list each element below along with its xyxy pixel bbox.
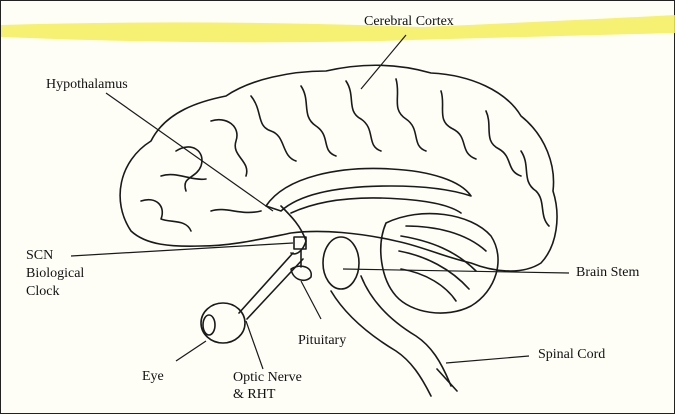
label-brain-stem: Brain Stem — [576, 265, 640, 280]
cortex-fold — [160, 173, 207, 181]
leader-scn — [70, 242, 294, 257]
cerebellum — [380, 212, 499, 314]
label-pituitary: Pituitary — [298, 333, 347, 348]
leader-spinalcord — [445, 355, 530, 364]
cortex-fold — [440, 90, 477, 160]
highlighter-stroke — [1, 15, 675, 43]
brain-stem-shape — [330, 290, 432, 397]
leader-optic — [245, 320, 264, 370]
thalamus — [322, 236, 360, 290]
cortex-fold — [345, 80, 382, 152]
pituitary-gland — [290, 265, 312, 282]
leader-brainstem — [342, 268, 570, 274]
cortex-fold — [175, 146, 203, 192]
leader-pituitary — [300, 280, 322, 320]
spinal-cord-inner — [436, 368, 458, 392]
label-eye: Eye — [142, 369, 164, 384]
cortex-fold — [140, 199, 192, 232]
cortex-fold — [485, 110, 522, 177]
scn-box — [293, 236, 307, 250]
label-spinal-cord: Spinal Cord — [538, 347, 606, 362]
eye-lens — [202, 314, 216, 336]
brain-stem-shape — [360, 275, 452, 387]
cerebellum-folds — [400, 268, 457, 302]
label-optic-nerve: Optic Nerve — [233, 370, 302, 385]
label-scn-biological: Biological — [26, 266, 85, 281]
cerebellum-folds — [405, 225, 487, 252]
eye-shape — [200, 302, 246, 344]
label-scn: SCN — [26, 248, 54, 263]
leader-cortex — [360, 34, 407, 90]
corpus-callosum-inner — [290, 197, 462, 214]
cortex-fold — [210, 208, 262, 214]
cortex-fold — [300, 85, 337, 157]
label-optic-rht: & RHT — [233, 387, 276, 402]
optic-nerve — [246, 258, 304, 320]
cortex-fold — [520, 150, 550, 227]
leader-hypothalamus — [105, 92, 274, 212]
label-hypothalamus: Hypothalamus — [46, 77, 128, 92]
leader-eye — [175, 340, 207, 362]
label-scn-clock: Clock — [26, 284, 60, 299]
cortex-fold — [210, 119, 248, 177]
cerebellum-folds — [400, 235, 477, 272]
brain-outline — [119, 64, 558, 272]
cerebellum-folds — [398, 250, 470, 290]
cortex-fold — [395, 78, 427, 152]
label-cerebral-cortex: Cerebral Cortex — [364, 14, 454, 29]
corpus-callosum — [265, 167, 472, 212]
cortex-fold — [250, 95, 297, 162]
optic-nerve — [238, 252, 294, 314]
